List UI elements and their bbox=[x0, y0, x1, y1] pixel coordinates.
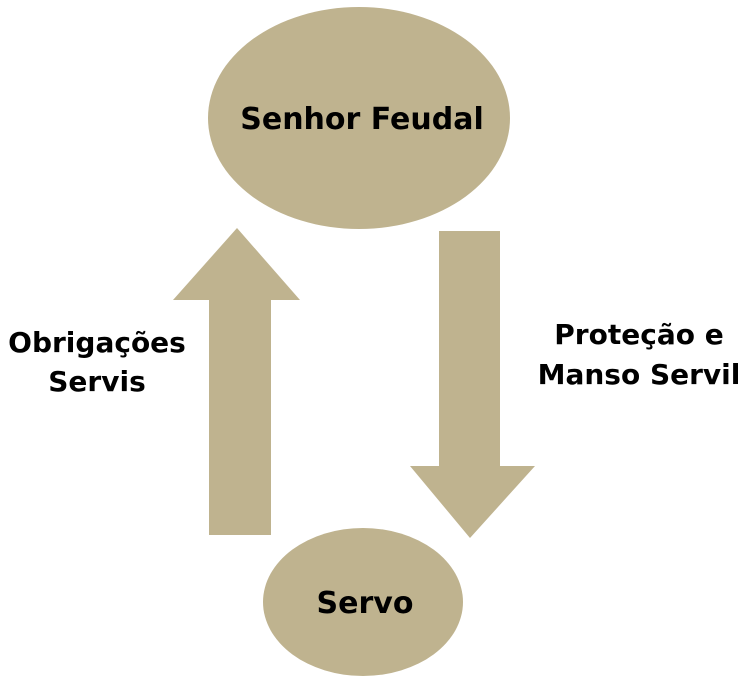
node-senhor-feudal-shape bbox=[208, 7, 510, 229]
down-arrow-icon bbox=[410, 231, 535, 538]
node-servo-shape bbox=[263, 528, 463, 676]
node-servo: Servo bbox=[263, 528, 463, 676]
edge-obrigacoes-label-line2: Servis bbox=[48, 365, 145, 398]
node-servo-label: Servo bbox=[317, 586, 414, 621]
up-arrow-icon bbox=[173, 228, 300, 535]
edge-obrigacoes-label-line1: Obrigações bbox=[8, 326, 186, 359]
edge-protecao-label-line2: Manso Servil bbox=[538, 358, 741, 391]
edge-obrigacoes-servis: Obrigações Servis bbox=[8, 228, 300, 535]
edge-protecao-label-line1: Proteção e bbox=[554, 318, 723, 351]
node-senhor-feudal-label: Senhor Feudal bbox=[240, 102, 484, 137]
edge-protecao-manso-servil: Proteção e Manso Servil bbox=[410, 231, 740, 538]
node-senhor-feudal: Senhor Feudal bbox=[208, 7, 510, 229]
